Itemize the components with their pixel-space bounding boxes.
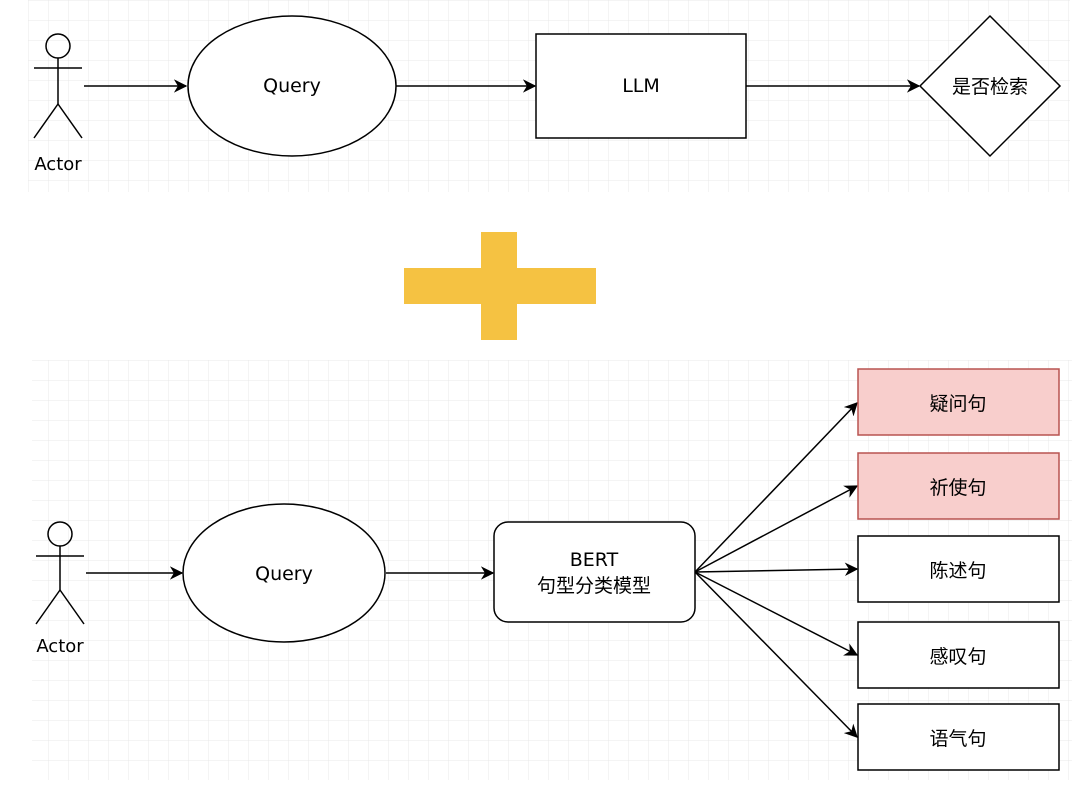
bottom-arrow-to-output-5 bbox=[694, 571, 858, 738]
bottom-bert-box bbox=[493, 521, 696, 623]
bottom-arrow-to-output-1 bbox=[694, 402, 858, 573]
output-label-1: 疑问句 bbox=[929, 393, 986, 415]
plus-icon bbox=[404, 232, 596, 340]
bottom-query-label: Query bbox=[255, 563, 313, 585]
top-decision-diamond bbox=[918, 14, 1062, 158]
top-query-label: Query bbox=[263, 75, 321, 97]
top-decision-label: 是否检索 bbox=[952, 76, 1028, 98]
top-llm-box bbox=[535, 33, 747, 139]
bottom-arrow-to-output-4 bbox=[694, 571, 859, 656]
output-box-3: 陈述句 bbox=[857, 535, 1060, 603]
output-box-4: 感叹句 bbox=[857, 621, 1060, 689]
output-box-2: 祈使句 bbox=[857, 452, 1060, 520]
bottom-arrow-to-output-3 bbox=[694, 562, 859, 576]
bottom-actor bbox=[35, 521, 85, 625]
output-label-3: 陈述句 bbox=[929, 560, 986, 582]
bottom-arrow-to-output-2 bbox=[694, 485, 859, 573]
bottom-query-ellipse bbox=[182, 503, 386, 643]
output-box-1: 疑问句 bbox=[857, 368, 1060, 436]
top-actor bbox=[33, 33, 83, 139]
output-label-4: 感叹句 bbox=[929, 646, 986, 668]
output-label-5: 语气句 bbox=[929, 728, 986, 750]
output-label-2: 祈使句 bbox=[929, 477, 986, 499]
bottom-actor-label: Actor bbox=[36, 636, 84, 657]
output-box-5: 语气句 bbox=[857, 703, 1060, 771]
top-actor-label: Actor bbox=[34, 154, 82, 175]
bottom-bert-line1: BERT bbox=[570, 549, 619, 571]
top-llm-label: LLM bbox=[622, 75, 660, 97]
bottom-bert-line2: 句型分类模型 bbox=[537, 575, 651, 597]
